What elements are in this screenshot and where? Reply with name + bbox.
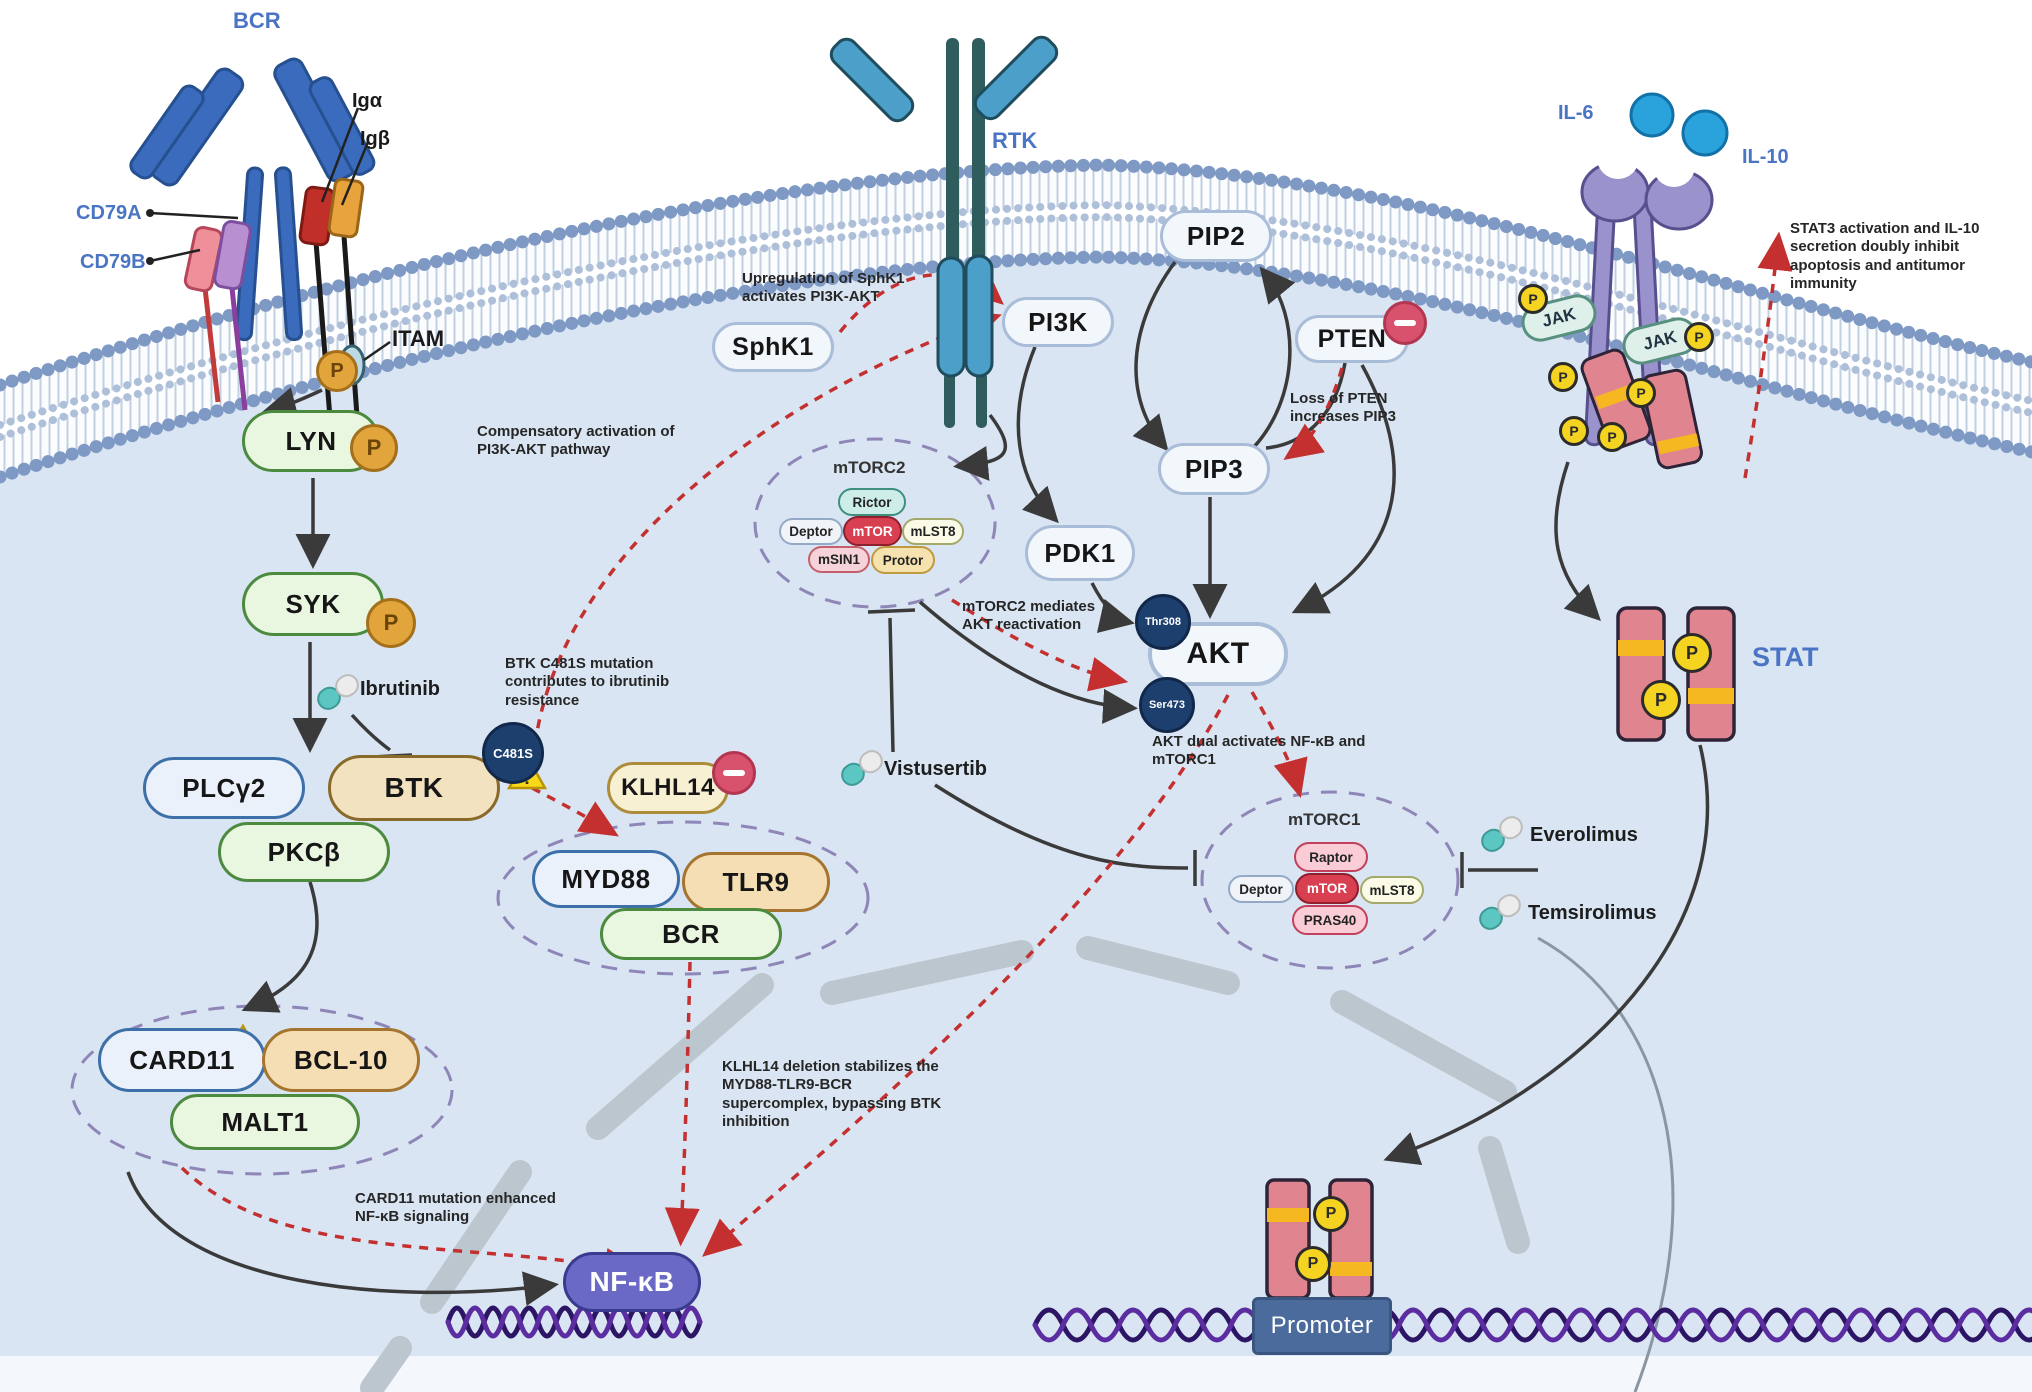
promoter-box: Promoter bbox=[1252, 1297, 1392, 1355]
everolimus-label: Everolimus bbox=[1530, 824, 1638, 846]
bcr-antibody bbox=[129, 57, 376, 342]
pten-loss-icon bbox=[1383, 301, 1427, 345]
receptor-phospho-badge: P bbox=[1559, 416, 1589, 446]
cell-membrane bbox=[0, 158, 2032, 484]
annotation-pten-loss: Loss of PTEN increases PIP3 bbox=[1290, 390, 1396, 426]
stat-label: STAT bbox=[1752, 642, 1819, 672]
cytosol-background bbox=[0, 257, 2032, 1392]
mtorc1-ring bbox=[1200, 790, 1460, 970]
cd79b-label: CD79B bbox=[80, 251, 146, 273]
temsirolimus-label: Temsirolimus bbox=[1528, 902, 1657, 924]
bcr-label: BCR bbox=[233, 8, 281, 33]
annotation-mtorc2-akt: mTORC2 mediates AKT reactivation bbox=[962, 598, 1096, 634]
mtorc1-mtor: mTOR bbox=[1295, 873, 1359, 904]
annotation-klhl14: KLHL14 deletion stabilizes the MYD88-TLR… bbox=[722, 1058, 942, 1130]
ibrutinib-label: Ibrutinib bbox=[360, 678, 440, 700]
akt-thr308-badge: Thr308 bbox=[1135, 594, 1191, 650]
node-akt: AKT bbox=[1148, 622, 1288, 686]
receptor-phospho-badge: P bbox=[1597, 422, 1627, 452]
mtorc2-rictor: Rictor bbox=[838, 488, 906, 516]
il10-ligand bbox=[1681, 109, 1729, 157]
syk-phospho-badge: P bbox=[366, 598, 416, 648]
node-tlr9: TLR9 bbox=[682, 852, 830, 912]
jak-phospho-badge: P bbox=[1684, 322, 1714, 352]
cytokine-receptor bbox=[1580, 92, 1729, 470]
node-pkcb: PKCβ bbox=[218, 822, 390, 882]
node-card11: CARD11 bbox=[98, 1028, 266, 1092]
node-klhl14: KLHL14 bbox=[607, 762, 729, 814]
mtorc2-msin1: mSIN1 bbox=[808, 546, 870, 573]
itam-phospho-badge: P bbox=[316, 350, 358, 392]
cd79-subunits bbox=[146, 209, 252, 411]
vistusertib-capsule-icon bbox=[841, 750, 883, 786]
promoter-stat-phospho-badge: P bbox=[1313, 1196, 1349, 1232]
node-pip3: PIP3 bbox=[1158, 443, 1270, 495]
rtk-label: RTK bbox=[992, 128, 1038, 153]
mtorc2-protor: Protor bbox=[871, 546, 935, 574]
node-myd88: MYD88 bbox=[532, 850, 680, 908]
mtorc2-title: mTORC2 bbox=[833, 458, 906, 477]
node-btk: BTK bbox=[328, 755, 500, 821]
il10-label: IL-10 bbox=[1742, 146, 1789, 168]
jak-phospho-badge: P bbox=[1518, 284, 1548, 314]
annotation-compensatory: Compensatory activation of PI3K-AKT path… bbox=[477, 423, 675, 459]
dna-helix-promoter bbox=[1032, 1307, 2032, 1343]
annotation-btk-mutation: BTK C481S mutation contributes to ibruti… bbox=[505, 655, 670, 709]
node-pip2: PIP2 bbox=[1160, 210, 1272, 262]
il6-ligand bbox=[1629, 92, 1675, 138]
bottom-margin bbox=[0, 1356, 2032, 1392]
stat-phospho-badge: P bbox=[1672, 633, 1712, 673]
mtorc1-mlst8: mLST8 bbox=[1360, 876, 1424, 904]
node-nfkb: NF-κB bbox=[563, 1252, 701, 1312]
ig-alpha-label: Igα bbox=[352, 90, 383, 112]
mtorc2-mtor: mTOR bbox=[843, 516, 902, 546]
cd79a-label: CD79A bbox=[76, 202, 142, 224]
mtorc2-deptor: Deptor bbox=[779, 518, 843, 545]
node-plcg2: PLCγ2 bbox=[143, 757, 305, 819]
node-sphk1: SphK1 bbox=[712, 322, 834, 372]
rtk-receptor bbox=[829, 35, 1059, 428]
itam-label: ITAM bbox=[392, 326, 445, 351]
receptor-phospho-badge: P bbox=[1626, 378, 1656, 408]
node-malt1: MALT1 bbox=[170, 1094, 360, 1150]
node-syk: SYK bbox=[242, 572, 384, 636]
cbm-complex-ring bbox=[70, 1004, 454, 1176]
vistusertib-label: Vistusertib bbox=[884, 758, 987, 780]
annotation-akt-dual: AKT dual activates NF-κB and mTORC1 bbox=[1152, 733, 1366, 769]
node-pi3k: PI3K bbox=[1002, 297, 1114, 347]
akt-ser473-badge: Ser473 bbox=[1139, 677, 1195, 733]
lyn-phospho-badge: P bbox=[350, 424, 398, 472]
mtorc2-ring bbox=[753, 437, 997, 609]
nuclear-envelope bbox=[360, 936, 1530, 1392]
annotation-stat3: STAT3 activation and IL-10 secretion dou… bbox=[1790, 220, 1980, 292]
mtorc1-deptor: Deptor bbox=[1228, 875, 1294, 903]
ibrutinib-capsule-icon bbox=[317, 674, 359, 710]
promoter-stat-phospho-badge: P bbox=[1295, 1246, 1331, 1282]
mtorc1-raptor: Raptor bbox=[1294, 842, 1368, 872]
receptor-phospho-badge: P bbox=[1548, 362, 1578, 392]
mtorc1-pras40: PRAS40 bbox=[1292, 905, 1368, 935]
node-bcl10: BCL-10 bbox=[262, 1028, 420, 1092]
klhl14-loss-icon bbox=[712, 751, 756, 795]
node-bcr-complex: BCR bbox=[600, 908, 782, 960]
node-pdk1: PDK1 bbox=[1025, 525, 1135, 581]
mtorc1-title: mTORC1 bbox=[1288, 810, 1361, 829]
il6-label: IL-6 bbox=[1558, 102, 1594, 124]
temsirolimus-capsule-icon bbox=[1479, 894, 1521, 930]
mtorc2-mlst8: mLST8 bbox=[902, 518, 964, 545]
btk-c481s-badge: C481S bbox=[482, 722, 544, 784]
everolimus-capsule-icon bbox=[1481, 816, 1523, 852]
stat-phospho-badge: P bbox=[1641, 680, 1681, 720]
annotation-card11: CARD11 mutation enhanced NF-κB signaling bbox=[355, 1190, 556, 1226]
ig-beta-label: Igβ bbox=[360, 128, 390, 150]
myd88-supercomplex-ring bbox=[496, 820, 870, 976]
stat-dimer bbox=[1616, 606, 1736, 742]
annotation-sphk1: Upregulation of SphK1 activates PI3K-AKT bbox=[742, 270, 905, 306]
